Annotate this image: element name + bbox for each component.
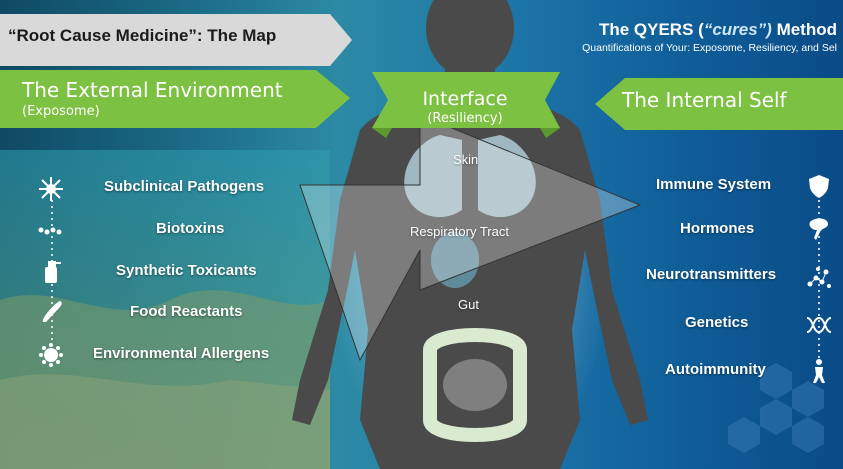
external-subtitle: (Exposome) xyxy=(22,104,100,119)
organ-label-gut: Gut xyxy=(458,297,479,312)
virus-icon xyxy=(38,176,64,202)
interface-subtitle: (Resiliency) xyxy=(386,111,544,126)
internal-item-genetics: Genetics xyxy=(685,314,748,331)
external-item-biotoxins: Biotoxins xyxy=(156,220,224,237)
internal-connector xyxy=(817,200,821,358)
method-title-block: The QYERS (“cures”) Method Quantificatio… xyxy=(582,20,837,54)
external-connector xyxy=(50,200,54,345)
external-item-pathogens: Subclinical Pathogens xyxy=(104,178,264,195)
map-title: “Root Cause Medicine”: The Map xyxy=(8,26,276,46)
organ-label-respiratory: Respiratory Tract xyxy=(410,224,509,239)
internal-item-neurotransmitters: Neurotransmitters xyxy=(646,266,776,283)
method-title-suffix: Method xyxy=(772,20,837,39)
external-title: The External Environment xyxy=(22,78,283,102)
external-item-toxicants: Synthetic Toxicants xyxy=(116,262,257,279)
interface-title: Interface xyxy=(386,88,544,110)
method-subtitle: Quantifications of Your: Exposome, Resil… xyxy=(582,42,837,54)
internal-item-autoimmunity: Autoimmunity xyxy=(665,361,766,378)
external-item-food: Food Reactants xyxy=(130,303,243,320)
autoimmune-figure-icon xyxy=(806,358,832,384)
pollen-icon xyxy=(38,342,64,368)
organ-label-skin: Skin xyxy=(453,152,478,167)
internal-title: The Internal Self xyxy=(622,88,787,112)
shield-icon xyxy=(806,173,832,199)
external-item-allergens: Environmental Allergens xyxy=(93,345,269,362)
internal-item-immune: Immune System xyxy=(656,176,771,193)
method-title-emph: “cures”) xyxy=(704,20,772,39)
method-title: The QYERS (“cures”) Method xyxy=(582,20,837,40)
internal-item-hormones: Hormones xyxy=(680,220,754,237)
method-title-prefix: The QYERS ( xyxy=(599,20,704,39)
